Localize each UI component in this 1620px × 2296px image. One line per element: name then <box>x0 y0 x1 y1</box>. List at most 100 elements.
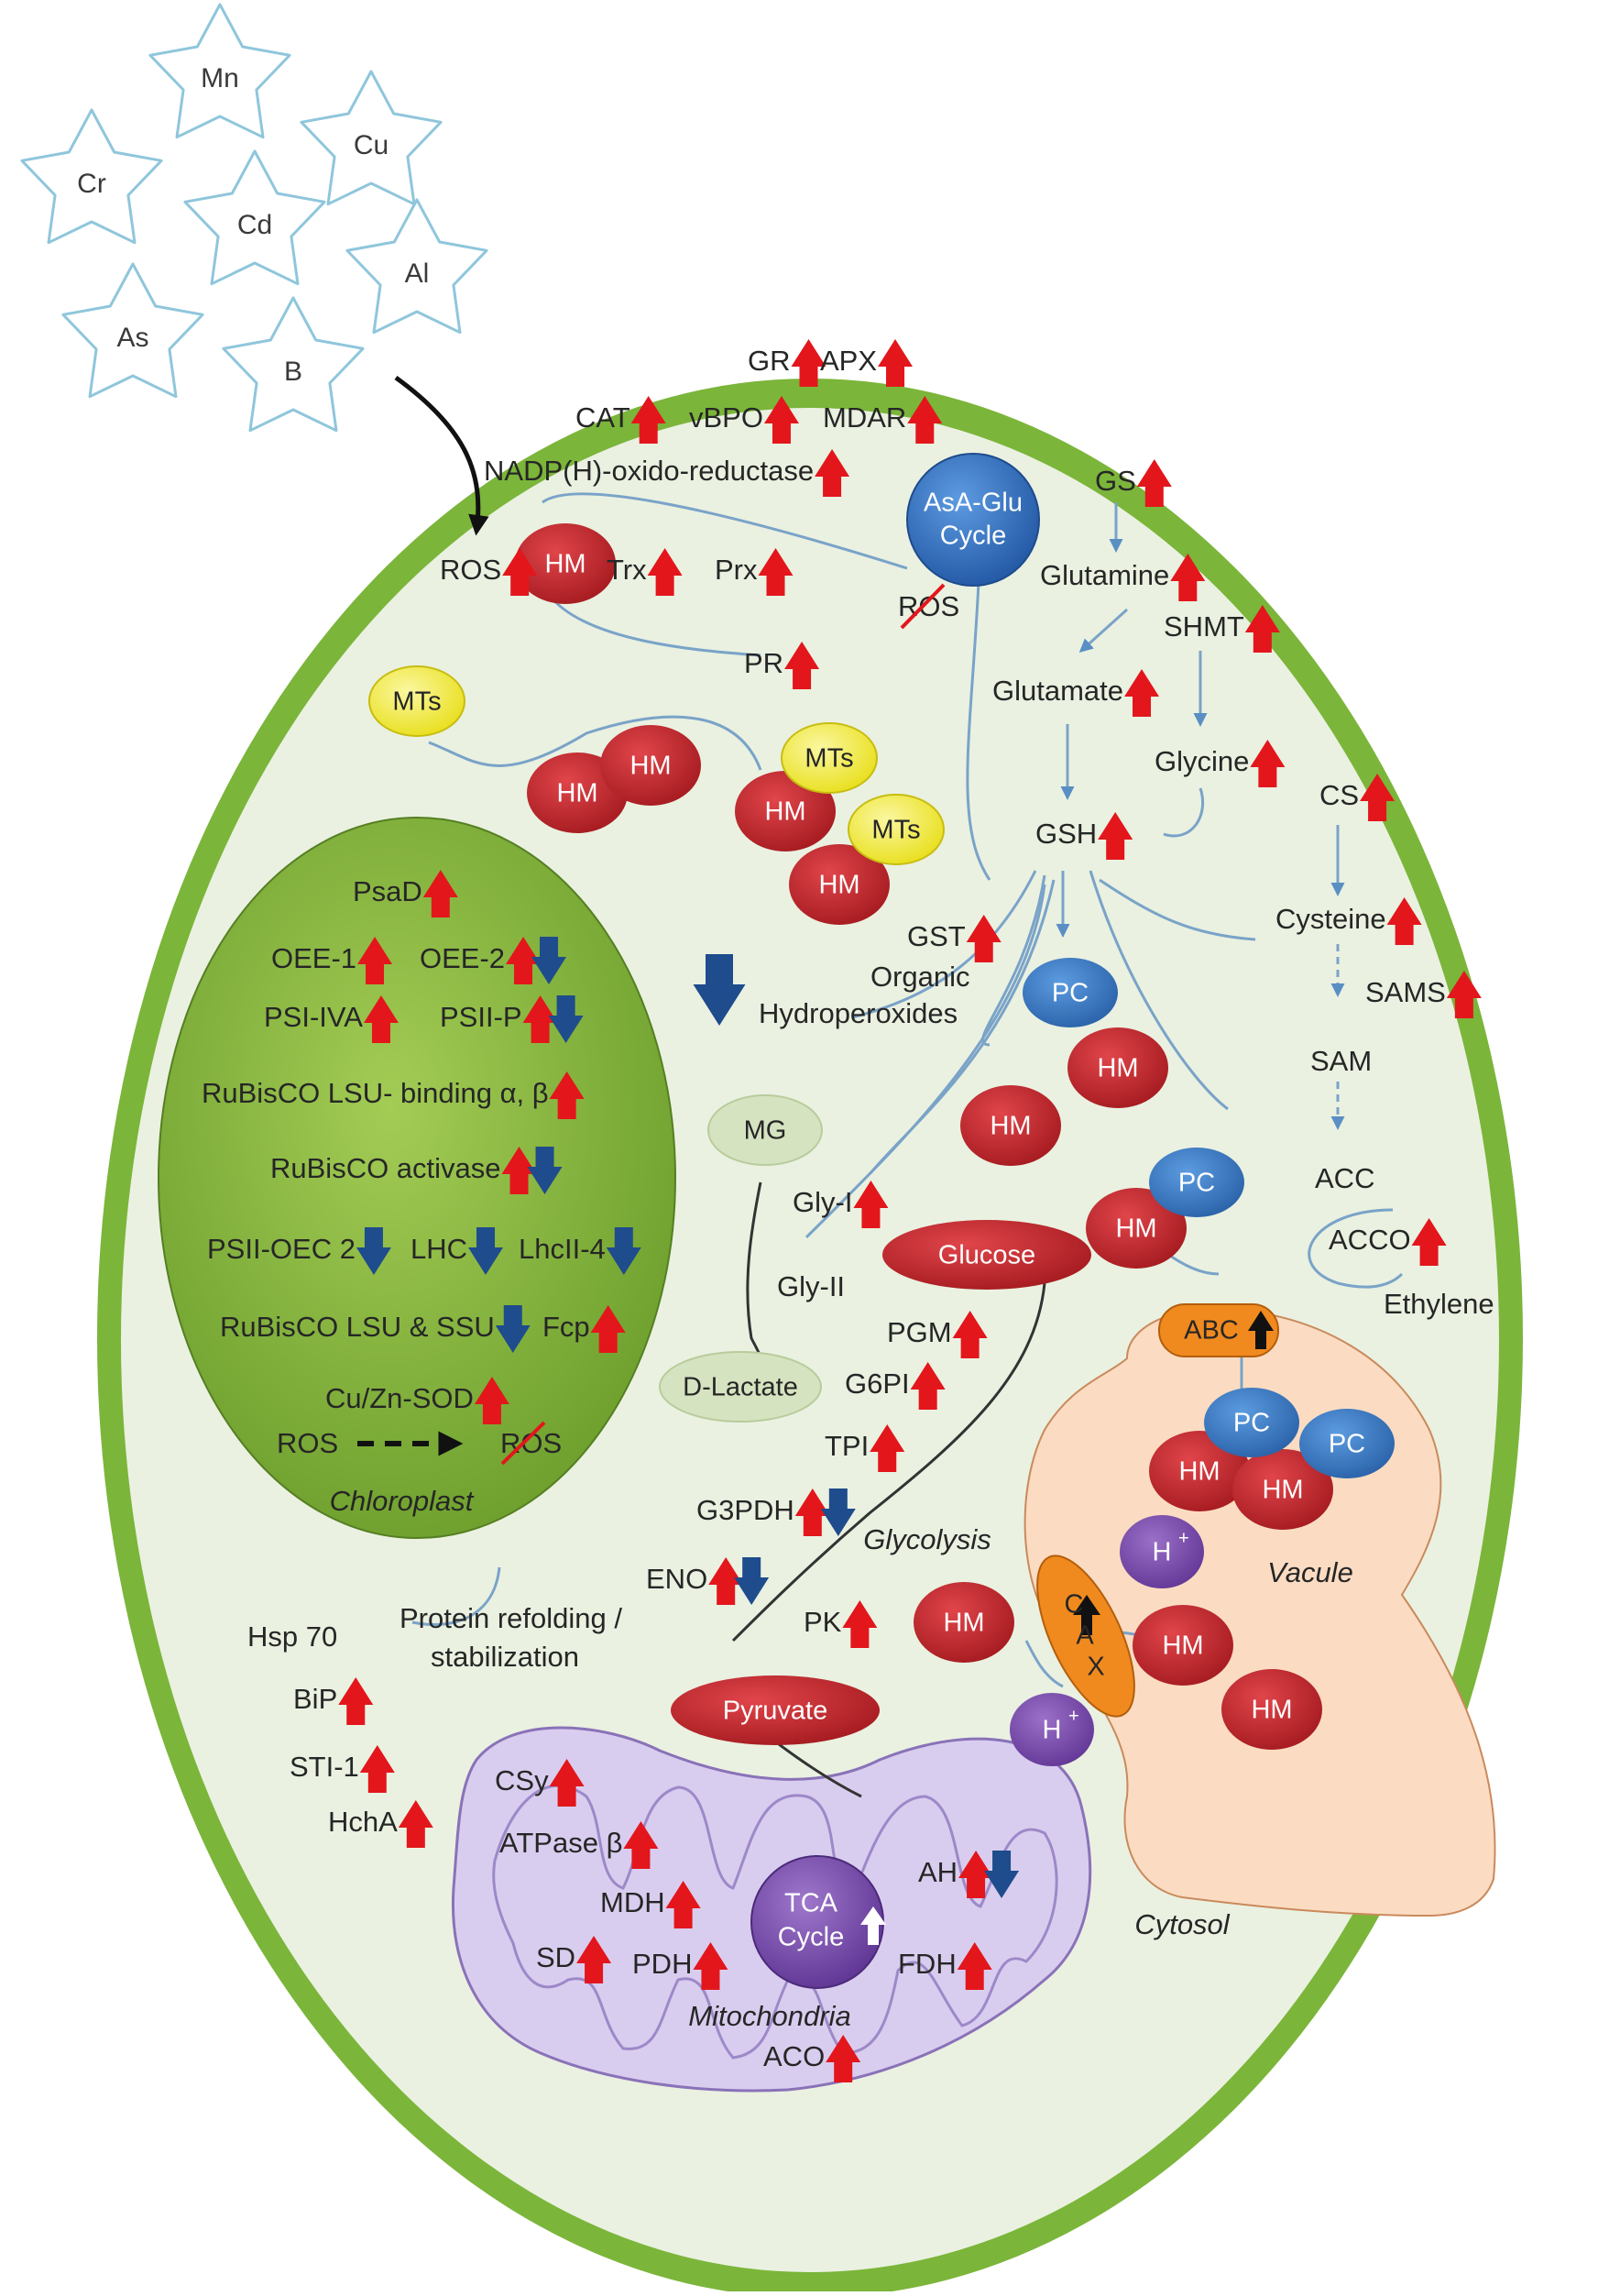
label-eno-text: ENO <box>646 1563 707 1595</box>
label-psiip-text: PSII-P <box>440 1001 522 1033</box>
pc-molecule-2-label: PC <box>1178 1169 1215 1198</box>
label-sti1-text: STI-1 <box>290 1751 359 1783</box>
label-rubisco-lsu: RuBisCO LSU & SSU <box>220 1305 531 1353</box>
label-oee1: OEE-1 <box>271 937 393 984</box>
label-fdh: FDH <box>898 1942 992 1990</box>
metal-star-cd: Cd <box>183 149 326 286</box>
label-organic2-text: Hydroperoxides <box>759 997 958 1029</box>
label-nadph-text: NADP(H)-oxido-reductase <box>484 455 814 487</box>
label-ethylene-text: Ethylene <box>1384 1288 1494 1320</box>
pc-molecule-1: PC <box>1023 958 1118 1027</box>
label-trx: Trx <box>607 548 683 596</box>
label-psad-text: PsaD <box>353 875 422 907</box>
label-rubisco-bind-text: RuBisCO LSU- binding α, β <box>202 1077 549 1109</box>
label-eno: ENO <box>646 1557 770 1605</box>
label-sd-text: SD <box>536 1941 575 1973</box>
uptake-arrow <box>394 375 489 536</box>
metal-star-label: Cu <box>354 130 389 160</box>
label-psad: PsaD <box>353 870 458 917</box>
metal-star-label: Cr <box>77 169 106 199</box>
label-trx-text: Trx <box>607 554 647 586</box>
label-rubisco-act: RuBisCO activase <box>270 1147 563 1194</box>
pathway-connectors <box>411 492 1404 1798</box>
hm-molecule-7: HM <box>960 1085 1061 1166</box>
mts-molecule-2: MTs <box>781 722 878 794</box>
label-tpi-text: TPI <box>825 1430 869 1462</box>
label-oee2: OEE-2 <box>420 937 567 984</box>
label-pdh: PDH <box>632 1942 728 1990</box>
label-rubisco-lsu-text: RuBisCO LSU & SSU <box>220 1311 495 1343</box>
hm-molecule-3: HM <box>600 725 701 806</box>
label-pk: PK <box>804 1600 878 1648</box>
pyruvate-node <box>671 1675 880 1745</box>
label-atpase: ATPase β <box>499 1821 659 1869</box>
label-sams: SAMS <box>1365 971 1482 1018</box>
label-organic2: Hydroperoxides <box>759 997 958 1029</box>
label-gly2: Gly-II <box>777 1270 845 1302</box>
glucose-label: Glucose <box>938 1241 1035 1270</box>
metal-star-cr: Cr <box>20 108 163 245</box>
label-rubisco-act-text: RuBisCO activase <box>270 1152 501 1184</box>
label-cat: CAT <box>575 396 666 444</box>
hm-molecule-12-label: HM <box>1162 1631 1203 1661</box>
label-gs-text: GS <box>1095 465 1136 497</box>
label-organic1-text: Organic <box>870 961 970 993</box>
pyruvate-label: Pyruvate <box>723 1697 827 1726</box>
label-gs: GS <box>1095 459 1172 507</box>
up-arrow-icon <box>878 339 914 387</box>
label-gsh: GSH <box>1035 812 1133 860</box>
label-pr: PR <box>744 642 820 689</box>
label-oee2-text: OEE-2 <box>420 942 505 974</box>
cax-transporter <box>1036 1554 1135 1718</box>
label-ros-crossed-text: ROS <box>898 590 959 622</box>
glycolysis-label: Glycolysis <box>863 1523 991 1555</box>
hm-molecule-2-label: HM <box>556 779 597 808</box>
hm-molecule-8-label: HM <box>1115 1214 1156 1244</box>
label-sti1: STI-1 <box>290 1745 395 1793</box>
label-mdh: MDH <box>600 1881 701 1928</box>
hm-molecule-13: HM <box>1221 1669 1322 1750</box>
label-nadph: NADP(H)-oxido-reductase <box>484 449 850 497</box>
d-lactate-node <box>659 1351 822 1423</box>
mg-node <box>707 1094 823 1166</box>
label-psiiva: PSI-IVA <box>264 995 399 1043</box>
cax-label-letter: C <box>1065 1590 1084 1620</box>
label-cat-text: CAT <box>575 401 630 434</box>
metal-star-cu: Cu <box>300 70 443 206</box>
hm-molecule-1-label: HM <box>544 550 586 579</box>
label-pdh-text: PDH <box>632 1948 692 1980</box>
label-lhc-text: LHC <box>410 1233 467 1265</box>
label-gly1-text: Gly-I <box>793 1186 852 1218</box>
label-organic1: Organic <box>870 961 970 993</box>
label-gly1: Gly-I <box>793 1181 889 1228</box>
chloroplast <box>158 817 676 1539</box>
label-mdh-text: MDH <box>600 1886 665 1918</box>
label-glutamate: Glutamate <box>992 669 1160 717</box>
abc-black-arrow <box>1248 1311 1274 1349</box>
label-ros-chl: ROS <box>277 1427 338 1459</box>
label-hcha-text: HchA <box>328 1806 398 1838</box>
metal-star-label: Al <box>405 258 430 289</box>
metal-star-al: Al <box>345 198 488 335</box>
h-ion-1: H+ <box>1120 1515 1204 1588</box>
label-psii-oec: PSII-OEC 2 <box>207 1227 391 1275</box>
h-ion-charge: + <box>1068 1706 1079 1726</box>
label-aco: ACO <box>763 2035 861 2082</box>
mitochondria-label: Mitochondria <box>688 2000 850 2032</box>
label-g3pdh: G3PDH <box>696 1489 856 1536</box>
label-lhc: LHC <box>410 1227 504 1275</box>
label-layer: AsA-GluCycleTCACycleGlucosePyruvateMGD-L… <box>202 339 1494 2082</box>
label-apx: APX <box>820 339 914 387</box>
label-pk-text: PK <box>804 1606 842 1638</box>
hm-molecule-10-label: HM <box>1262 1476 1303 1505</box>
label-cuznsod-text: Cu/Zn-SOD <box>325 1382 474 1414</box>
label-fcp: Fcp <box>542 1305 626 1353</box>
label-ros: ROS <box>440 548 538 596</box>
hm-molecule-8: HM <box>1086 1188 1187 1269</box>
hm-molecule-11-label: HM <box>943 1609 984 1638</box>
label-acco: ACCO <box>1329 1218 1447 1266</box>
hm-molecule-5-label: HM <box>818 871 859 900</box>
